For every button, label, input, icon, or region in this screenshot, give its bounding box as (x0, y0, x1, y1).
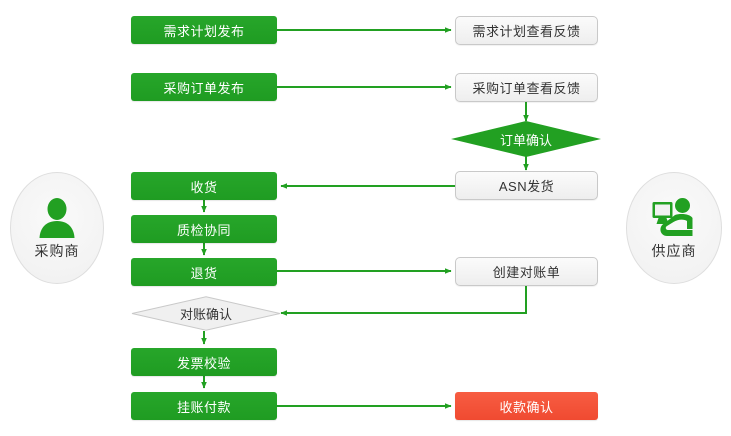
node-label: 采购订单发布 (163, 80, 245, 96)
node-label: 收货 (190, 179, 218, 195)
node-label: 采购订单查看反馈 (472, 81, 581, 96)
node-label: 需求计划发布 (163, 23, 245, 39)
node-label: 质检协同 (176, 222, 231, 238)
node-label: 订单确认 (499, 132, 552, 148)
node-quality-inspection-collab[interactable]: 质检协同 (131, 215, 277, 243)
node-asn-shipment[interactable]: ASN发货 (455, 171, 598, 200)
node-label: 对账确认 (179, 307, 232, 322)
node-accrual-payment[interactable]: 挂账付款 (131, 392, 277, 420)
node-label: 需求计划查看反馈 (472, 24, 581, 39)
node-label: ASN发货 (498, 179, 555, 194)
node-label: 创建对账单 (492, 265, 561, 280)
node-label: 收款确认 (499, 399, 554, 415)
person-computer-icon (651, 196, 697, 240)
role-badge-buyer: 采购商 (10, 172, 104, 284)
diamond-shape (131, 296, 281, 331)
node-label: 退货 (190, 265, 218, 281)
role-label-buyer: 采购商 (34, 242, 80, 259)
node-reconciliation-confirm[interactable]: 对账确认 (131, 296, 281, 331)
node-receive-goods[interactable]: 收货 (131, 172, 277, 200)
node-label: 挂账付款 (176, 399, 231, 415)
role-label-supplier: 供应商 (651, 242, 697, 259)
diamond-shape (451, 121, 601, 157)
person-icon (34, 196, 80, 240)
node-payment-receipt-confirm[interactable]: 收款确认 (455, 392, 598, 420)
role-badge-supplier: 供应商 (626, 172, 722, 284)
node-purchase-order-view-feedback[interactable]: 采购订单查看反馈 (455, 73, 598, 102)
node-demand-plan-view-feedback[interactable]: 需求计划查看反馈 (455, 16, 598, 45)
node-order-confirm[interactable]: 订单确认 (451, 121, 601, 157)
node-invoice-verification[interactable]: 发票校验 (131, 348, 277, 376)
node-label: 发票校验 (176, 355, 231, 371)
node-purchase-order-publish[interactable]: 采购订单发布 (131, 73, 277, 101)
node-return-goods[interactable]: 退货 (131, 258, 277, 286)
node-create-reconciliation-statement[interactable]: 创建对账单 (455, 257, 598, 286)
edge-n10-n11 (280, 285, 527, 316)
node-demand-plan-publish[interactable]: 需求计划发布 (131, 16, 277, 44)
